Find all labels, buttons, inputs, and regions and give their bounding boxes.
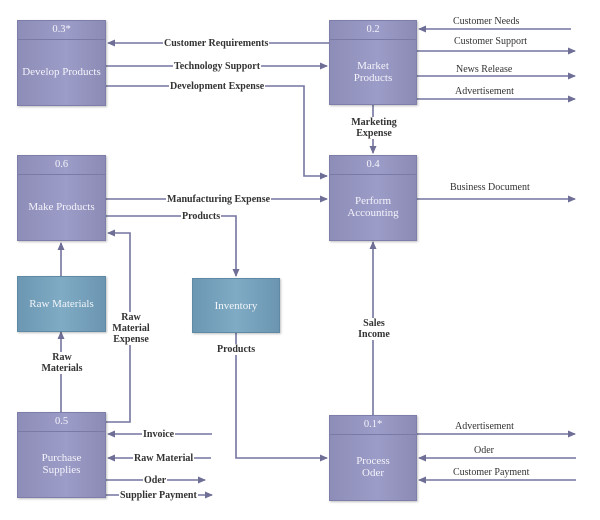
label-line: Material	[112, 323, 150, 334]
label-line: Sales	[363, 318, 385, 329]
process-purchase-supplies[interactable]: 0.5 Purchase Supplies	[17, 412, 106, 498]
label-customer-support: Customer Support	[454, 36, 528, 47]
label-advertisement-order: Advertisement	[455, 421, 514, 432]
label-line: Expense	[113, 334, 149, 345]
process-perform-accounting[interactable]: 0.4 Perform Accounting	[329, 155, 417, 241]
process-id: 0.2	[330, 21, 416, 40]
store-raw-materials[interactable]: Raw Materials	[17, 276, 106, 332]
label-technology-support: Technology Support	[173, 61, 262, 72]
process-name: Market Products	[353, 59, 393, 84]
label-marketing-expense: Marketing Expense	[345, 117, 403, 139]
process-id: 0.1*	[330, 416, 416, 435]
label-manufacturing-expense: Manufacturing Expense	[166, 194, 272, 205]
label-customer-needs: Customer Needs	[453, 16, 520, 27]
label-raw-material: Raw Material	[133, 453, 195, 464]
label-raw-materials-flow: Raw Materials	[37, 352, 87, 374]
label-line: Materials	[41, 363, 83, 374]
process-id: 0.6	[18, 156, 105, 175]
label-invoice: Invoice	[142, 429, 176, 440]
process-id: 0.5	[18, 413, 105, 432]
process-name: Purchase Supplies	[41, 452, 82, 476]
label-news-release: News Release	[456, 64, 513, 75]
process-id: 0.4	[330, 156, 416, 175]
label-line: Marketing	[351, 117, 397, 128]
process-id: 0.3*	[18, 21, 105, 40]
label-advertisement-market: Advertisement	[455, 86, 514, 97]
label-oder-purchase: Oder	[143, 475, 168, 486]
process-develop-products[interactable]: 0.3* Develop Products	[17, 20, 106, 106]
label-line: Income	[358, 329, 390, 340]
label-line: Expense	[356, 128, 392, 139]
label-products-make: Products	[181, 211, 222, 222]
process-name: Make Products	[28, 201, 95, 213]
label-business-document: Business Document	[450, 182, 530, 193]
store-inventory[interactable]: Inventory	[192, 278, 280, 333]
label-development-expense: Development Expense	[169, 81, 266, 92]
flow-products-make	[106, 215, 240, 277]
process-name: Perform Accounting	[347, 195, 399, 219]
label-line: Raw	[121, 312, 141, 323]
process-process-oder[interactable]: 0.1* Process Oder	[329, 415, 417, 501]
flow-products-inventory	[235, 333, 328, 462]
process-name: Process Oder	[356, 455, 390, 479]
label-supplier-payment: Supplier Payment	[119, 490, 198, 501]
flow-development-expense	[106, 85, 328, 180]
label-raw-material-expense: Raw Material Expense	[108, 312, 154, 345]
process-name: Develop Products	[22, 66, 101, 78]
label-products-inventory: Products	[216, 344, 257, 355]
label-customer-payment: Customer Payment	[453, 467, 530, 478]
label-oder-order: Oder	[474, 445, 494, 456]
process-market-products[interactable]: 0.2 Market Products	[329, 20, 417, 105]
process-make-products[interactable]: 0.6 Make Products	[17, 155, 106, 241]
label-line: Raw	[52, 352, 72, 363]
label-customer-requirements: Customer Requirements	[163, 38, 270, 49]
label-sales-income: Sales Income	[352, 318, 396, 340]
